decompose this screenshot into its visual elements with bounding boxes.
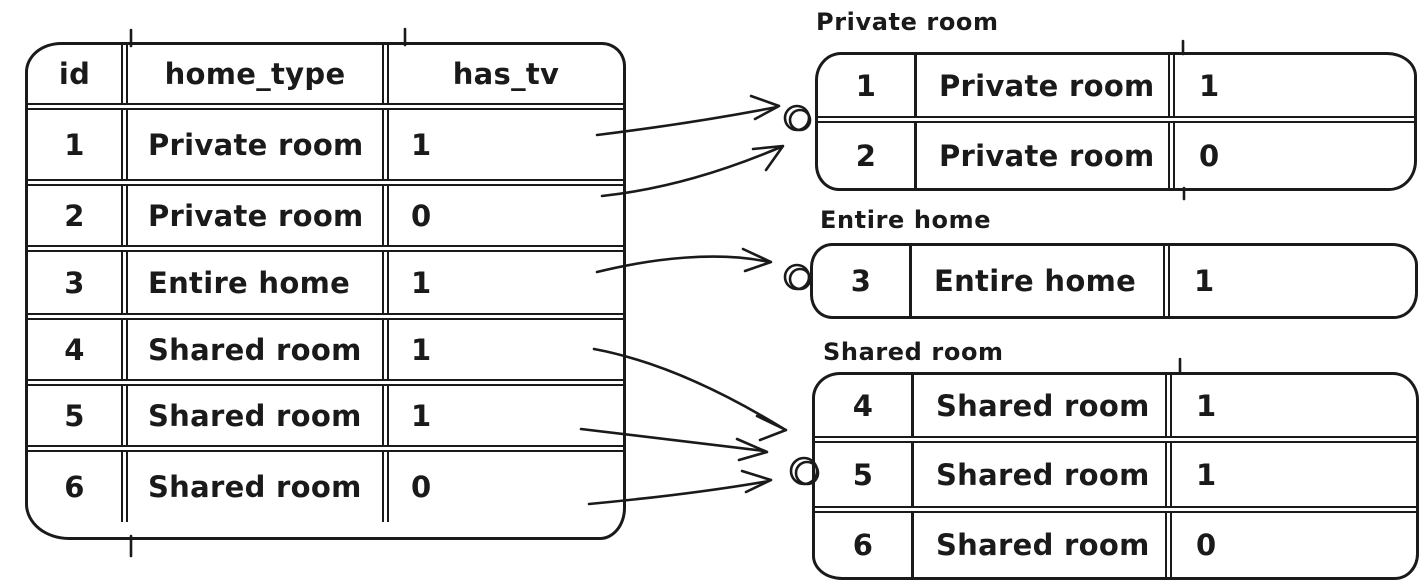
cell-has-tv: 0 (1199, 138, 1220, 173)
source-table: id home_type has_tv 1 Private room 1 2 P… (25, 42, 626, 540)
cell-home-type: Entire home (128, 252, 389, 313)
table-row: 3 Entire home 1 (813, 246, 1415, 316)
table-row: 1 Private room 1 (28, 110, 623, 186)
cell-has-tv: 0 (1196, 528, 1217, 562)
table-row: 4 Shared room 1 (28, 320, 623, 386)
cell-home-type: Shared room (914, 513, 1172, 577)
cell-home-type: Private room (128, 110, 389, 179)
cell-has-tv: 1 (411, 332, 432, 367)
cell-has-tv: 1 (411, 265, 432, 300)
group-table-private-room: 1 Private room 1 2 Private room 0 (815, 52, 1417, 191)
group-table-shared-room: 4 Shared room 1 5 Shared room 1 6 Shared… (812, 372, 1419, 580)
cell-id: 6 (28, 452, 128, 522)
cell-home-type: Private room (917, 123, 1175, 188)
cell-id: 4 (815, 375, 914, 436)
table-row: 6 Shared room 0 (28, 452, 623, 522)
cell-id: 2 (818, 123, 917, 188)
cell-has-tv: 1 (411, 398, 432, 433)
cell-home-type: Shared room (128, 386, 389, 445)
group-label-private-room: Private room (816, 8, 999, 36)
table-row: 2 Private room 0 (28, 186, 623, 252)
group-label-entire-home: Entire home (820, 206, 992, 234)
header-cell-home-type: home_type (128, 45, 389, 103)
cell-id: 4 (28, 320, 128, 379)
cell-id: 3 (813, 246, 912, 316)
connector-circle-entire-home (783, 263, 812, 291)
cell-home-type: Shared room (128, 452, 389, 522)
cell-id: 1 (28, 110, 128, 179)
header-cell-has-tv: has_tv (452, 57, 560, 91)
header-cell-id: id (28, 45, 128, 103)
cell-id: 5 (815, 443, 914, 506)
cell-id: 5 (28, 386, 128, 445)
cell-has-tv: 1 (1196, 457, 1217, 492)
cell-has-tv: 1 (1199, 68, 1220, 103)
cell-id: 3 (28, 252, 128, 313)
group-label-shared-room: Shared room (823, 338, 1004, 366)
cell-home-type: Entire home (912, 246, 1170, 316)
table-row: 2 Private room 0 (818, 123, 1414, 188)
table-row: 3 Entire home 1 (28, 252, 623, 320)
cell-has-tv: 0 (411, 198, 432, 233)
source-table-header-row: id home_type has_tv (28, 45, 623, 110)
cell-home-type: Shared room (128, 320, 389, 379)
arrow-row2-to-private-room (600, 144, 785, 198)
cell-home-type: Shared room (914, 375, 1172, 436)
cell-home-type: Private room (917, 55, 1175, 116)
table-row: 6 Shared room 0 (815, 513, 1416, 577)
cell-has-tv: 1 (1196, 388, 1217, 423)
cell-id: 2 (28, 186, 128, 245)
table-row: 1 Private room 1 (818, 55, 1414, 123)
cell-id: 1 (818, 55, 917, 116)
group-table-entire-home: 3 Entire home 1 (810, 243, 1418, 319)
table-row: 5 Shared room 1 (28, 386, 623, 452)
connector-circle-private-room (783, 104, 812, 132)
cell-id: 6 (815, 513, 914, 577)
table-row: 5 Shared room 1 (815, 443, 1416, 513)
cell-has-tv: 0 (411, 470, 432, 504)
cell-home-type: Private room (128, 186, 389, 245)
cell-home-type: Shared room (914, 443, 1172, 506)
table-row: 4 Shared room 1 (815, 375, 1416, 443)
cell-has-tv: 1 (411, 127, 432, 162)
cell-has-tv: 1 (1194, 264, 1215, 298)
